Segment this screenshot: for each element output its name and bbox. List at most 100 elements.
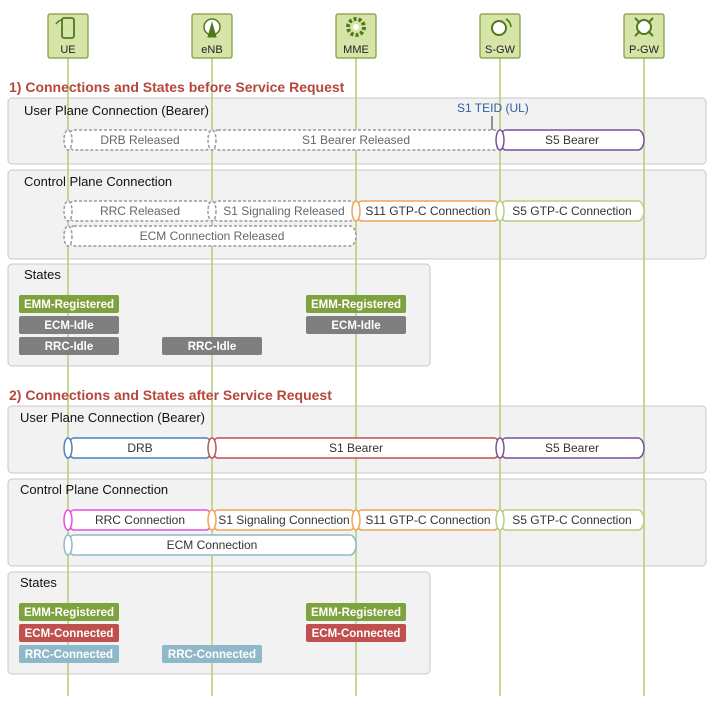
pipe-label: S5 Bearer — [545, 133, 599, 147]
state-badge-label: RRC-Connected — [25, 649, 113, 661]
state-badge-bg — [306, 603, 406, 621]
state-badge-label: ECM-Connected — [312, 628, 401, 640]
state-badge-bg — [19, 624, 119, 642]
pipe-cap — [63, 200, 73, 222]
pipe-label: DRB — [127, 441, 152, 455]
state-badge: RRC-Connected — [162, 645, 262, 663]
pipe-cap — [351, 509, 361, 531]
pgw-node: P-GW — [623, 13, 665, 59]
pipe-label: S1 Signaling Connection — [218, 513, 349, 527]
lifelines — [67, 58, 645, 696]
state-badge: RRC-Idle — [162, 337, 262, 355]
pipe-mme-sgw: S11 GTP-C Connection — [351, 509, 501, 531]
gateway-icon — [491, 18, 512, 36]
pipe-ue-enb: RRC Connection — [63, 509, 213, 531]
state-badge: EMM-Registered — [19, 295, 119, 313]
state-badge: ECM-Connected — [306, 624, 406, 642]
state-badge-label: EMM-Registered — [311, 607, 401, 619]
after-control-plane-title: Control Plane Connection — [20, 482, 168, 497]
pipe-label: RRC Released — [100, 204, 180, 218]
pipe-cap — [63, 437, 73, 459]
pipe-ue-enb: DRB Released — [63, 129, 213, 151]
state-badge: EMM-Registered — [306, 603, 406, 621]
pipe-cap — [495, 200, 505, 222]
mme-node-label: MME — [343, 44, 369, 56]
state-badge-bg — [162, 337, 262, 355]
state-badge-bg — [19, 316, 119, 334]
pipe-cap — [63, 509, 73, 531]
pipe-label: RRC Connection — [95, 513, 185, 527]
pipe-cap — [63, 225, 73, 247]
pipe-ue-mme: ECM Connection Released — [63, 225, 357, 247]
pipe-cap — [495, 509, 505, 531]
pipe-sgw-pgw: S5 GTP-C Connection — [495, 509, 645, 531]
state-badge-bg — [19, 337, 119, 355]
pipe-cap — [207, 200, 217, 222]
mme-node: MME — [335, 13, 377, 59]
pipe-label: S11 GTP-C Connection — [365, 204, 490, 218]
after-user-plane-title: User Plane Connection (Bearer) — [20, 410, 205, 425]
pipe-enb-sgw: S1 Bearer — [207, 437, 501, 459]
pipe-label: DRB Released — [100, 133, 179, 147]
before-control-plane-title: Control Plane Connection — [24, 174, 172, 189]
pipe-label: S5 GTP-C Connection — [512, 513, 631, 527]
ue-node-box — [47, 13, 89, 59]
pipe-cap — [63, 129, 73, 151]
before-section-title: 1) Connections and States before Service… — [9, 79, 345, 95]
enb-node: eNB — [191, 13, 233, 59]
pipe-cap — [495, 437, 505, 459]
state-badge-label: EMM-Registered — [24, 607, 114, 619]
pipe-body — [211, 129, 501, 151]
pipe-ue-mme: ECM Connection — [63, 534, 357, 556]
state-badge-bg — [306, 316, 406, 334]
state-badge-label: EMM-Registered — [311, 299, 401, 311]
state-badge-bg — [306, 295, 406, 313]
pipe-enb-mme: S1 Signaling Connection — [207, 509, 357, 531]
router-icon — [634, 17, 654, 37]
state-badge: EMM-Registered — [19, 603, 119, 621]
pipe-mme-sgw: S11 GTP-C Connection — [351, 200, 501, 222]
state-badge-label: ECM-Idle — [331, 320, 380, 332]
pipe-cap — [495, 129, 505, 151]
sgw-node-label: S-GW — [485, 44, 516, 56]
pipe-enb-sgw: S1 Bearer Released — [207, 129, 501, 151]
pipe-label: S1 Bearer — [329, 441, 383, 455]
state-badge: ECM-Idle — [19, 316, 119, 334]
pipe-label: S5 Bearer — [545, 441, 599, 455]
s1-teid-label: S1 TEID (UL) — [457, 101, 529, 115]
pipe-label: ECM Connection — [167, 538, 258, 552]
after-section-title: 2) Connections and States after Service … — [9, 387, 332, 403]
sgw-node: S-GW — [479, 13, 521, 59]
state-badge-bg — [19, 645, 119, 663]
pipe-label: S1 Signaling Released — [223, 204, 344, 218]
pipe-sgw-pgw: S5 Bearer — [495, 129, 645, 151]
state-badge-label: RRC-Idle — [45, 341, 94, 353]
pgw-node-label: P-GW — [629, 44, 660, 56]
pipe-enb-mme: S1 Signaling Released — [207, 200, 357, 222]
state-badge-label: RRC-Connected — [168, 649, 256, 661]
pipe-ue-enb: RRC Released — [63, 200, 213, 222]
pipe-ue-enb: DRB — [63, 437, 213, 459]
state-badge-bg — [19, 295, 119, 313]
pipe-cap — [207, 129, 217, 151]
state-badge-label: ECM-Idle — [44, 320, 93, 332]
before-states-title: States — [24, 267, 61, 282]
state-badge-label: EMM-Registered — [24, 299, 114, 311]
pipe-label: ECM Connection Released — [140, 229, 285, 243]
state-badge-label: RRC-Idle — [188, 341, 237, 353]
after-states-title: States — [20, 575, 57, 590]
state-badge-bg — [19, 603, 119, 621]
pipe-label: S11 GTP-C Connection — [365, 513, 490, 527]
pipe-sgw-pgw: S5 Bearer — [495, 437, 645, 459]
pipe-body — [67, 225, 357, 247]
ue-node: UE — [47, 13, 89, 59]
pipe-label: S1 Bearer Released — [302, 133, 410, 147]
state-badge: ECM-Idle — [306, 316, 406, 334]
state-badge: ECM-Connected — [19, 624, 119, 642]
network-nodes: UE eNB MME S-GW P-GW — [47, 13, 665, 59]
gear-icon — [346, 17, 366, 37]
state-badge: RRC-Idle — [19, 337, 119, 355]
state-badge-bg — [162, 645, 262, 663]
